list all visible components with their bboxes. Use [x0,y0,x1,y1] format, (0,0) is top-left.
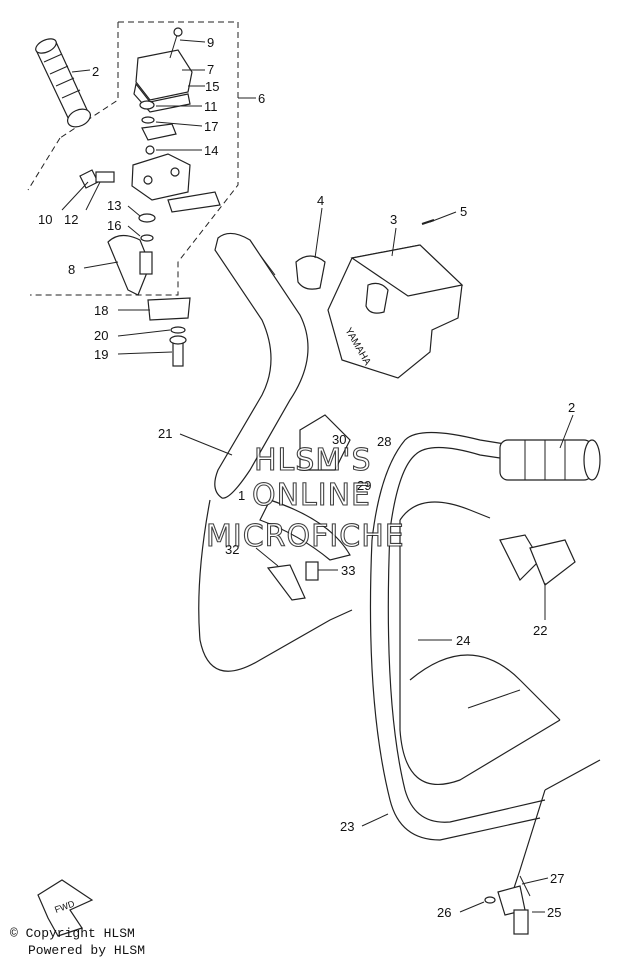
callout-20: 20 [94,328,108,343]
callout-12: 12 [64,212,78,227]
callout-2-right: 2 [568,400,575,415]
callout-19: 19 [94,347,108,362]
callout-3: 3 [390,212,397,227]
grip-left[interactable] [33,36,93,130]
footer-powered: Powered by HLSM [28,943,145,958]
callout-33: 33 [341,563,355,578]
cover-part-8[interactable] [107,234,153,296]
watermark-line-3: MICROFICHE [206,519,405,554]
bracket-part-32[interactable] [266,561,319,601]
callout-30: 30 [332,432,346,447]
throttle-housing-assembly[interactable] [131,27,221,213]
callout-4: 4 [317,193,324,208]
callout-32: 32 [225,542,239,557]
callout-26: 26 [437,905,451,920]
callout-11: 11 [204,99,218,114]
callout-27: 27 [550,871,564,886]
grip-right[interactable] [499,439,601,481]
footer-copyright: © Copyright HLSM [10,926,135,941]
callout-23: 23 [340,819,354,834]
callout-14: 14 [204,143,218,158]
callout-21: 21 [158,426,172,441]
lever-part-22[interactable] [499,534,576,586]
callout-29: 29 [357,478,371,493]
leader-lines [61,39,574,913]
watermark: HLSM'S ONLINE MICROFICHE [205,442,405,554]
callout-1: 1 [238,488,245,503]
callout-22: 22 [533,623,547,638]
adjuster-parts[interactable] [484,875,531,935]
callout-24: 24 [456,633,470,648]
switch-part-1[interactable] [259,414,351,561]
callout-17: 17 [204,119,218,134]
callout-6: 6 [258,91,265,106]
fwd-arrow-icon: FWD [37,879,94,937]
callout-15: 15 [205,79,219,94]
cable-21[interactable] [198,232,353,672]
pin-part-5[interactable] [421,219,435,225]
callout-28: 28 [377,434,391,449]
callout-9: 9 [207,35,214,50]
watermark-line-1: HLSM'S [254,443,372,478]
watermark-line-2: ONLINE [252,478,371,513]
callout-7: 7 [207,62,214,77]
callout-labels: 2 9 7 15 6 11 17 14 10 12 13 16 8 18 20 … [38,35,575,920]
callout-16: 16 [107,218,121,233]
callout-2-left: 2 [92,64,99,79]
callout-25: 25 [547,905,561,920]
switch-housing-part-3[interactable]: YAMAHA [327,244,464,379]
callout-10: 10 [38,212,52,227]
callout-18: 18 [94,303,108,318]
callout-5: 5 [460,204,467,219]
cable-24[interactable] [399,501,561,785]
callout-13: 13 [107,198,121,213]
lower-clamp-parts[interactable] [147,297,191,367]
callout-8: 8 [68,262,75,277]
handlebar-right[interactable] [369,431,546,841]
lens-part-4[interactable] [295,255,326,290]
fastener-set[interactable] [79,169,156,242]
